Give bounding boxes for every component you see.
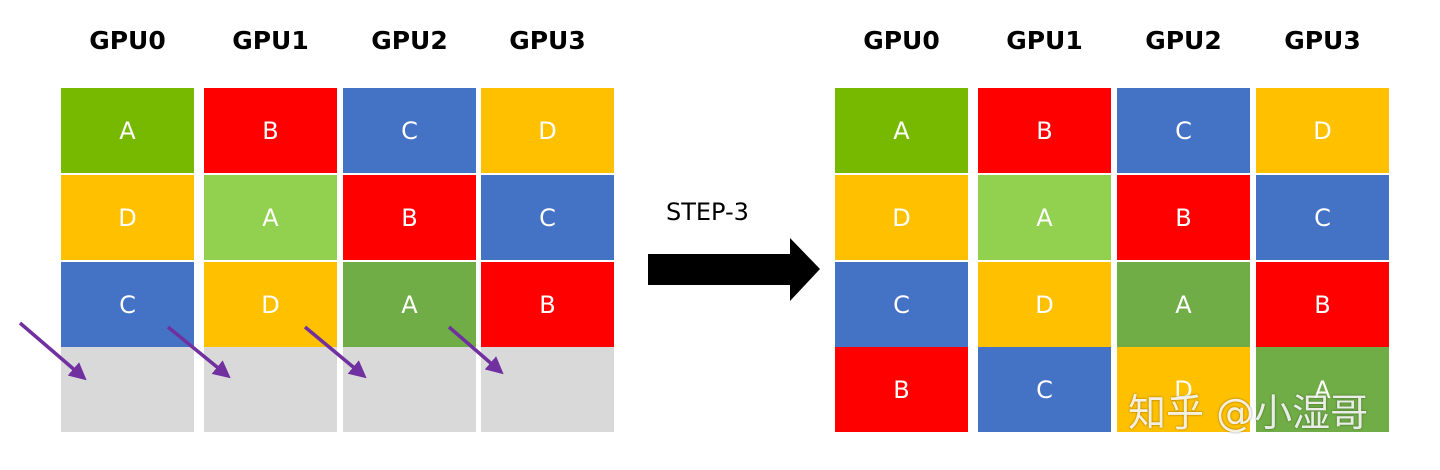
right-cell-r1-gpu1: A bbox=[978, 175, 1111, 260]
left-cell-r0-gpu1: B bbox=[204, 88, 337, 173]
left-header-gpu0: GPU0 bbox=[89, 26, 166, 55]
left-cell-r0-gpu2: C bbox=[343, 88, 476, 173]
right-cell-r1-gpu2: B bbox=[1117, 175, 1250, 260]
right-cell-r1-gpu3: C bbox=[1256, 175, 1389, 260]
right-header-gpu1: GPU1 bbox=[1006, 26, 1083, 55]
right-cell-r3-gpu0: B bbox=[835, 347, 968, 432]
right-cell-r3-gpu3: A bbox=[1256, 347, 1389, 432]
left-cell-r0-gpu0: A bbox=[61, 88, 194, 173]
right-cell-r0-gpu3: D bbox=[1256, 88, 1389, 173]
move-arrow-gpu3 bbox=[447, 325, 504, 375]
right-header-gpu3: GPU3 bbox=[1284, 26, 1361, 55]
left-cell-r1-gpu0: D bbox=[61, 175, 194, 260]
step-arrow-icon bbox=[648, 238, 820, 301]
right-cell-r2-gpu3: B bbox=[1256, 262, 1389, 347]
left-cell-r2-gpu0: C bbox=[61, 262, 194, 347]
right-cell-r0-gpu1: B bbox=[978, 88, 1111, 173]
step-label: STEP-3 bbox=[666, 198, 749, 226]
left-cell-r1-gpu2: B bbox=[343, 175, 476, 260]
left-cell-r3-gpu0 bbox=[61, 347, 194, 432]
right-cell-r1-gpu0: D bbox=[835, 175, 968, 260]
left-cell-r2-gpu3: B bbox=[481, 262, 614, 347]
right-cell-r0-gpu0: A bbox=[835, 88, 968, 173]
left-cell-r0-gpu3: D bbox=[481, 88, 614, 173]
right-cell-r0-gpu2: C bbox=[1117, 88, 1250, 173]
left-cell-r2-gpu1: D bbox=[204, 262, 337, 347]
left-header-gpu1: GPU1 bbox=[232, 26, 309, 55]
right-cell-r2-gpu2: A bbox=[1117, 262, 1250, 347]
watermark-text: 知乎 @小湿哥 bbox=[1128, 391, 1369, 435]
left-header-gpu3: GPU3 bbox=[509, 26, 586, 55]
left-cell-r1-gpu3: C bbox=[481, 175, 614, 260]
right-cell-r2-gpu1: D bbox=[978, 262, 1111, 347]
move-arrow-gpu0 bbox=[18, 321, 87, 381]
move-arrow-gpu1 bbox=[166, 325, 231, 379]
right-header-gpu0: GPU0 bbox=[863, 26, 940, 55]
right-cell-r3-gpu2: D bbox=[1117, 347, 1250, 432]
right-cell-r3-gpu1: C bbox=[978, 347, 1111, 432]
left-header-gpu2: GPU2 bbox=[371, 26, 448, 55]
left-cell-r1-gpu1: A bbox=[204, 175, 337, 260]
move-arrow-gpu2 bbox=[303, 325, 367, 379]
right-header-gpu2: GPU2 bbox=[1145, 26, 1222, 55]
right-cell-r2-gpu0: C bbox=[835, 262, 968, 347]
